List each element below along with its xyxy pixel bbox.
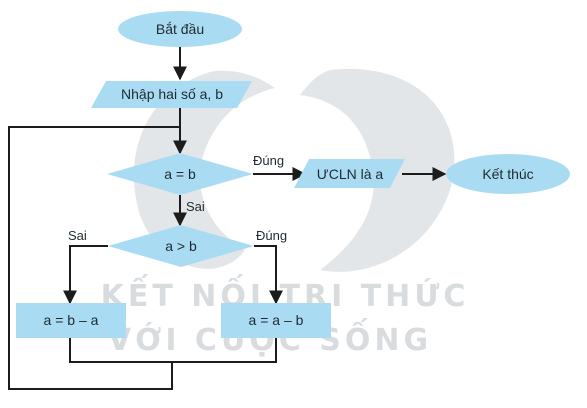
node-process-right: a = a – b — [221, 303, 331, 338]
node-process-right-label: a = a – b — [249, 312, 304, 328]
connectors — [8, 47, 447, 390]
node-input: Nhập hai số a, b — [91, 81, 252, 108]
edge-right-down — [172, 338, 277, 363]
edge-label-true-2: Đúng — [256, 228, 287, 243]
node-output-label: ƯCLN là a — [317, 166, 384, 182]
edge-left-down — [69, 338, 172, 363]
edge-label-true-1: Đúng — [253, 153, 284, 168]
node-decision-equal: a = b — [107, 153, 253, 195]
node-start: Bắt đầu — [118, 11, 242, 47]
edge-greater-true — [254, 245, 283, 305]
node-start-label: Bắt đầu — [156, 21, 204, 37]
node-decision-equal-label: a = b — [164, 166, 196, 182]
node-output: ƯCLN là a — [294, 159, 405, 188]
node-end-label: Kết thúc — [482, 166, 533, 182]
edge-label-false-2: Sai — [68, 228, 87, 243]
edge-greater-false — [63, 245, 108, 305]
node-decision-greater-label: a > b — [165, 238, 197, 254]
node-input-label: Nhập hai số a, b — [121, 86, 223, 102]
node-process-left: a = b – a — [16, 303, 126, 338]
node-decision-greater: a > b — [108, 225, 254, 267]
edge-loop-back — [8, 126, 180, 390]
node-end: Kết thúc — [446, 154, 570, 194]
node-process-left-label: a = b – a — [44, 312, 99, 328]
edge-label-false-1: Sai — [186, 199, 205, 214]
